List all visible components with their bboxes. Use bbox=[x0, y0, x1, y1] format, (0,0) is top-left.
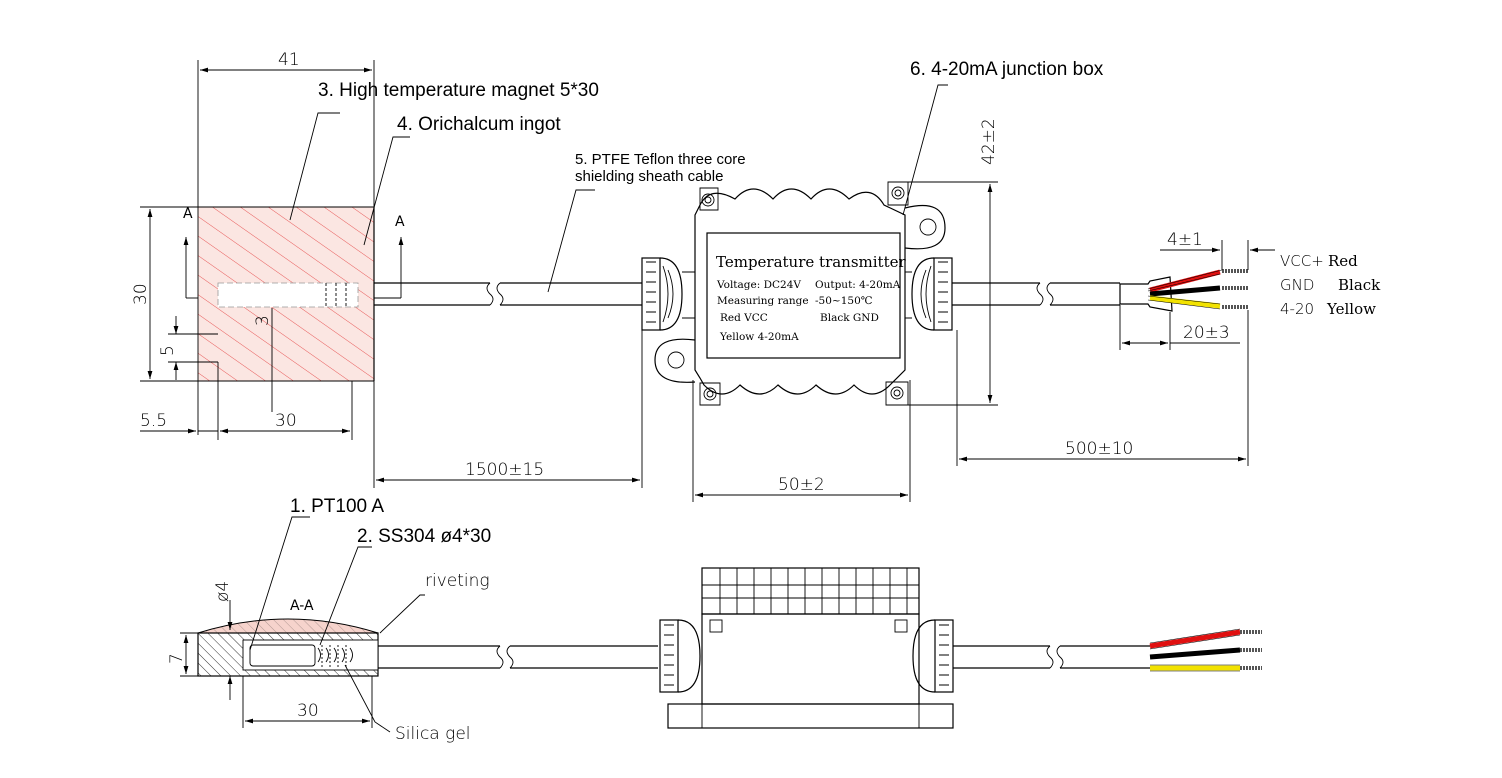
panel-output: Output: 4-20mA bbox=[815, 279, 901, 291]
junction-box-top bbox=[641, 181, 953, 406]
callout-6-junction: 6. 4-20mA junction box bbox=[910, 59, 1104, 80]
dim-42 bbox=[908, 181, 998, 406]
dim-50-label: 50±2 bbox=[778, 475, 825, 495]
section-aa-label: A-A bbox=[290, 598, 314, 614]
callout-5-line2: shielding sheath cable bbox=[575, 168, 723, 185]
dim-4-1-label: 4±1 bbox=[1167, 230, 1203, 250]
dim-7-label: 7 bbox=[167, 653, 187, 664]
dim-42-label: 42±2 bbox=[979, 118, 999, 165]
dim-3-label: 3 bbox=[253, 315, 273, 326]
dim-4-1 bbox=[1160, 240, 1275, 270]
magnet-block-top bbox=[183, 206, 404, 435]
panel-black-gnd: Black GND bbox=[820, 312, 879, 324]
callout-1-pt100: 1. PT100 A bbox=[290, 496, 384, 517]
callout-4-orichalcum: 4. Orichalcum ingot bbox=[397, 114, 561, 135]
panel-voltage: Voltage: DC24V bbox=[716, 279, 801, 291]
dim-1500-label: 1500±15 bbox=[465, 460, 544, 480]
cable-left-top bbox=[374, 282, 642, 306]
dim-500 bbox=[956, 310, 1249, 466]
dim-41-label: 41 bbox=[278, 50, 300, 70]
callout-leaders-bottom bbox=[249, 516, 425, 733]
panel-yellow: Yellow 4-20mA bbox=[719, 331, 799, 343]
dim-phi4-and-7 bbox=[180, 600, 373, 728]
callout-riveting: riveting bbox=[425, 571, 490, 591]
callout-5-line1: 5. PTFE Teflon three core bbox=[575, 151, 746, 168]
wire-vcc-color: Red bbox=[1328, 252, 1358, 270]
callout-2-ss304: 2. SS304 ø4*30 bbox=[357, 526, 491, 547]
dim-30-height bbox=[140, 206, 198, 382]
dim-5-5-label: 5.5 bbox=[140, 411, 167, 431]
wire-signal-code: 4-20 bbox=[1280, 300, 1314, 318]
dim-30-height-label: 30 bbox=[131, 283, 151, 305]
section-aa-view bbox=[197, 618, 658, 677]
wire-gnd-color: Black bbox=[1338, 276, 1381, 294]
callout-silica-gel: Silica gel bbox=[395, 724, 471, 744]
wire-gnd-code: GND bbox=[1280, 276, 1314, 294]
wire-signal-color: Yellow bbox=[1326, 300, 1376, 318]
callout-leaders-top bbox=[289, 84, 948, 293]
dim-5 bbox=[168, 316, 218, 380]
panel-title: Temperature transmitter bbox=[716, 253, 906, 271]
dim-phi4-label: ø4 bbox=[213, 581, 233, 602]
callout-3-magnet: 3. High temperature magnet 5*30 bbox=[318, 80, 599, 101]
panel-range-value: -50~150℃ bbox=[815, 295, 873, 307]
dim-30-width-label: 30 bbox=[275, 411, 297, 431]
dim-20-3-label: 20±3 bbox=[1183, 323, 1230, 343]
section-mark-right: A bbox=[395, 214, 405, 230]
panel-red-vcc: Red VCC bbox=[720, 312, 768, 324]
dim-500-label: 500±10 bbox=[1065, 439, 1133, 459]
dim-5-5-and-30 bbox=[140, 362, 353, 440]
dim-50 bbox=[692, 380, 911, 502]
dim-41 bbox=[197, 60, 375, 207]
junction-box-side bbox=[659, 567, 1262, 729]
section-mark-left: A bbox=[183, 206, 193, 222]
cable-right-top bbox=[952, 269, 1248, 312]
dim-30-bottom-label: 30 bbox=[297, 701, 319, 721]
dim-1500 bbox=[373, 330, 643, 488]
panel-range-label: Measuring range bbox=[717, 295, 809, 307]
wire-vcc-code: VCC+ bbox=[1280, 252, 1324, 270]
dim-20-3 bbox=[1119, 305, 1240, 350]
dim-5-label: 5 bbox=[158, 345, 178, 356]
